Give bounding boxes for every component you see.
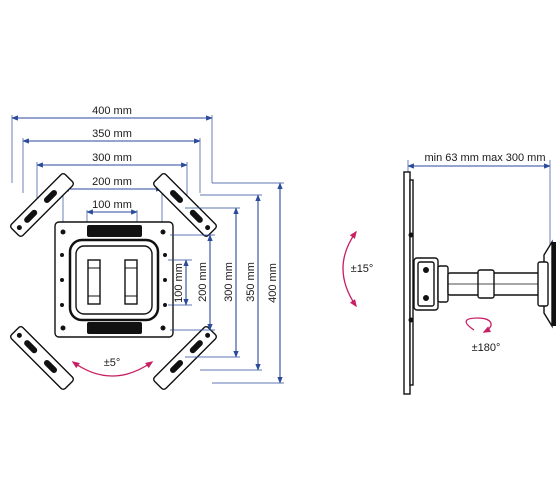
extension-label: min 63 mm max 300 mm (424, 152, 545, 164)
dim-label-200-h: 200 mm (92, 176, 132, 188)
dim-label-350-h: 350 mm (92, 128, 132, 140)
swivel-arrow (465, 317, 492, 333)
front-tilt-arrow (71, 361, 154, 377)
dim-label-200-v: 200 mm (197, 262, 209, 302)
dim-label-300-h: 300 mm (92, 152, 132, 164)
vertical-extension-lines (168, 182, 284, 384)
tv-panel (403, 171, 411, 395)
wall-plate (54, 221, 174, 338)
side-tilt-label: ±15° (351, 263, 374, 275)
swivel-label: ±180° (472, 342, 501, 354)
dim-label-400-v: 400 mm (267, 263, 279, 303)
dim-label-300-v: 300 mm (223, 262, 235, 302)
swivel-joint (413, 257, 449, 311)
mount-arms (10, 173, 217, 390)
front-tilt-label: ±5° (104, 357, 121, 369)
dim-label-400-h: 400 mm (92, 105, 132, 117)
side-view: min 63 mm max 300 mm ±15° (342, 152, 556, 395)
dim-label-100-v: 100 mm (173, 263, 185, 303)
dim-label-350-v: 350 mm (245, 262, 257, 302)
side-tilt-arrow (342, 230, 357, 308)
front-view: 400 mm 350 mm 300 mm 200 mm 100 mm (10, 105, 284, 390)
dim-label-100-h: 100 mm (92, 199, 132, 211)
extension-arm (447, 269, 545, 299)
wall-bracket (537, 239, 556, 329)
